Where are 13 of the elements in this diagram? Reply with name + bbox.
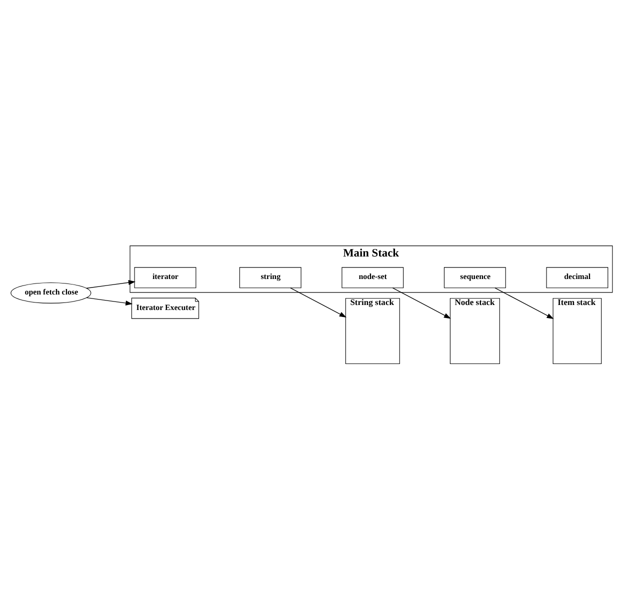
arrow [494,287,554,318]
node-box: Item stack [552,298,602,364]
node-box: node-set [342,266,404,288]
node-box: Node stack [450,298,500,364]
node-box: String stack [345,298,400,364]
node-box: iterator [134,266,196,288]
arrow [86,280,136,288]
node-box: decimal [546,266,608,288]
arrow [290,287,346,318]
node-ellipse: open fetch close [10,282,92,303]
arrow [86,296,133,305]
node-box: sequence [444,266,506,288]
node-box: string [239,266,302,288]
